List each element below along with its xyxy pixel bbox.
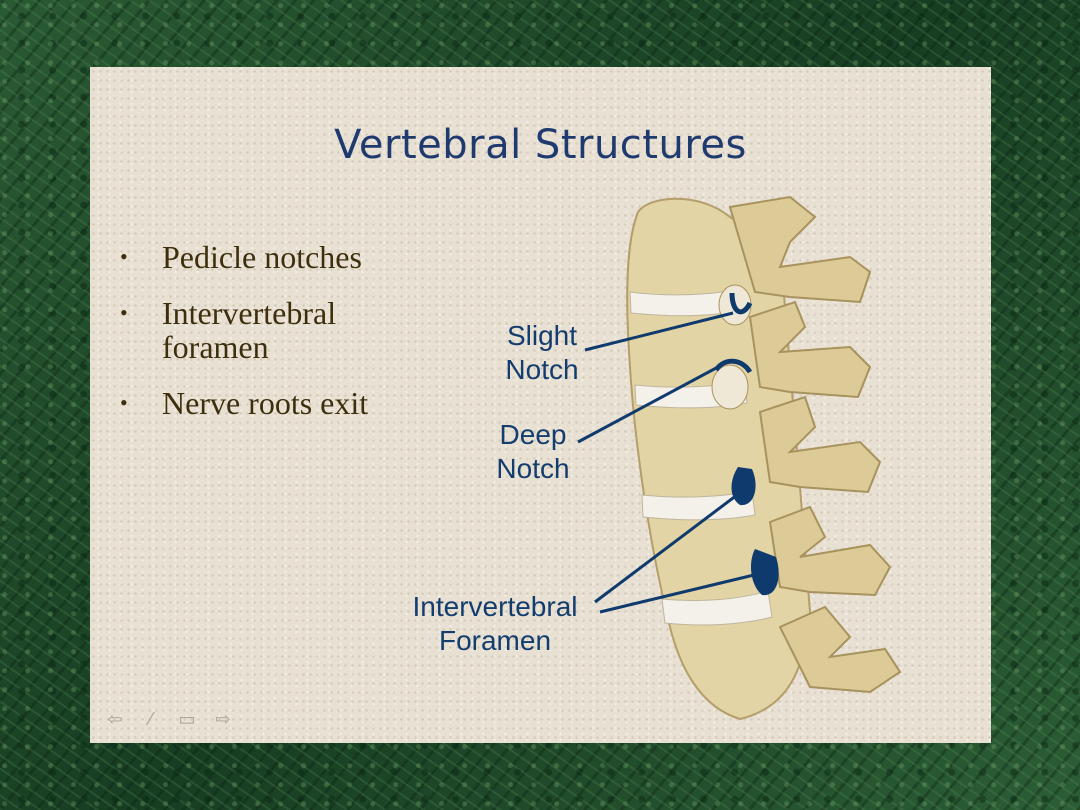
label-line: Notch: [483, 452, 583, 486]
label-deep-notch: Deep Notch: [483, 418, 583, 486]
label-line: Foramen: [395, 624, 595, 658]
label-line: Slight: [492, 319, 592, 353]
vertebral-column: [627, 197, 900, 719]
label-line: Intervertebral: [395, 590, 595, 624]
arrow-right-icon[interactable]: ⇨: [212, 709, 234, 730]
arrow-left-icon[interactable]: ⇦: [104, 709, 126, 730]
label-line: Deep: [483, 418, 583, 452]
menu-icon[interactable]: ▭: [176, 709, 198, 730]
slide: Vertebral Structures • Pedicle notches •…: [90, 67, 991, 743]
label-line: Notch: [492, 353, 592, 387]
slide-navigation: ⇦ ⁄ ▭ ⇨: [104, 709, 234, 730]
label-slight-notch: Slight Notch: [492, 319, 592, 387]
pen-icon[interactable]: ⁄: [140, 709, 162, 730]
label-intervertebral-foramen: Intervertebral Foramen: [395, 590, 595, 658]
